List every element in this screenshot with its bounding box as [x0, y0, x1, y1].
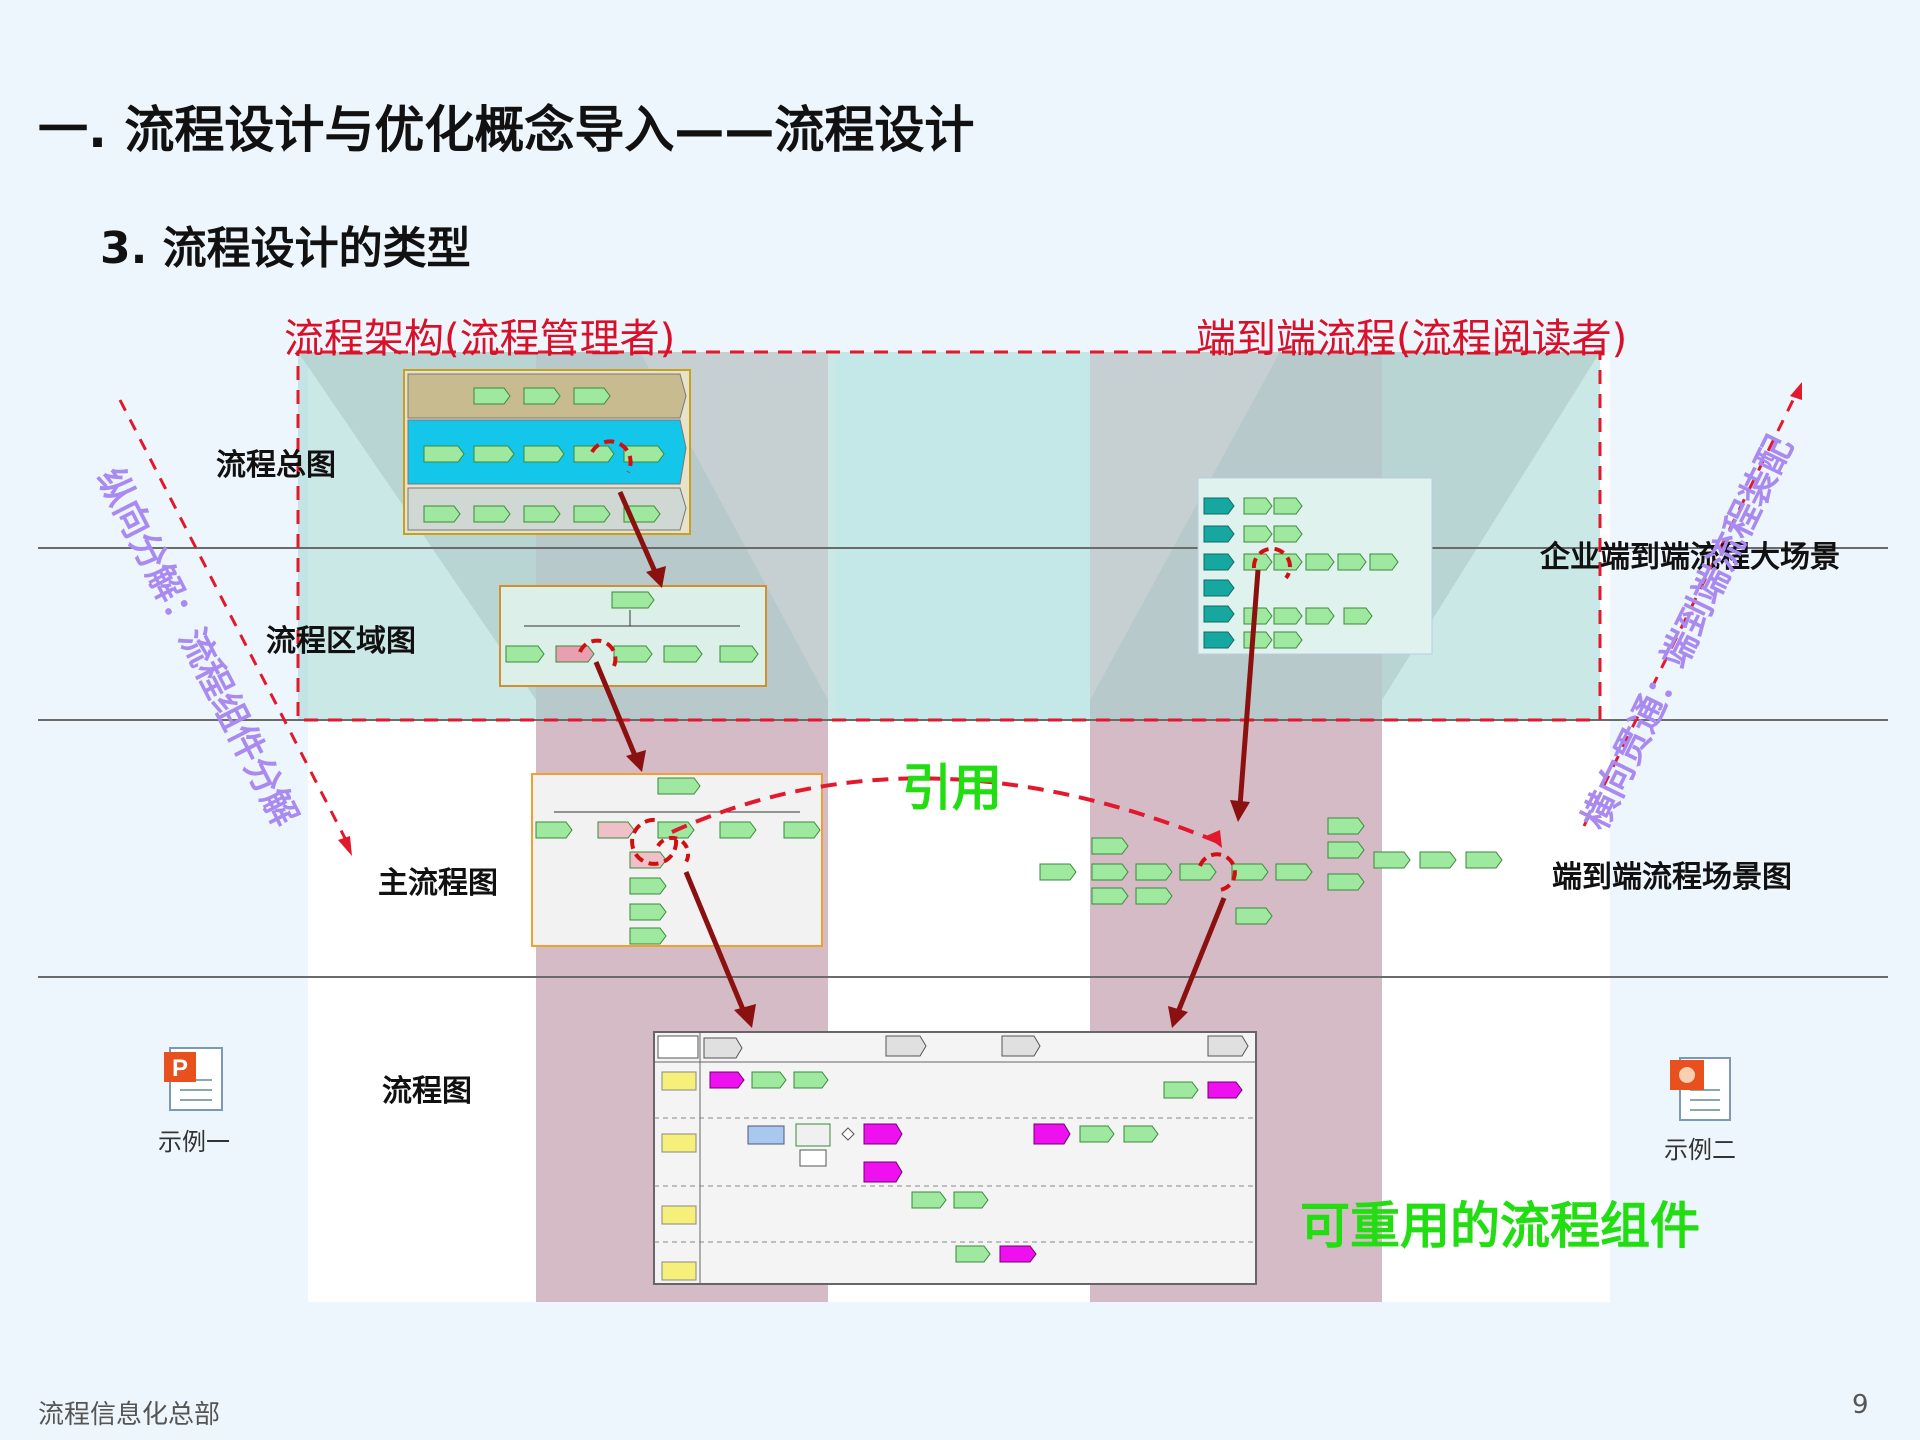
page-number: 9	[1852, 1390, 1869, 1420]
example-two-icon	[1670, 1057, 1731, 1121]
callout-reusable-components: 可重用的流程组件	[1300, 1197, 1700, 1255]
label-main: 主流程图	[378, 866, 498, 901]
label-e2e-enterprise: 企业端到端流程大场景	[1540, 540, 1840, 575]
header-architecture: 流程架构(流程管理者)	[284, 316, 676, 362]
header-end-to-end: 端到端流程(流程阅读者)	[1196, 316, 1628, 362]
footer-department: 流程信息化总部	[38, 1400, 221, 1430]
label-flow: 流程图	[382, 1074, 472, 1109]
overview-diagram-thumbnail	[403, 369, 691, 535]
callout-reference: 引用	[902, 759, 1002, 817]
area-diagram-thumbnail	[499, 585, 767, 687]
label-example-two: 示例二	[1664, 1136, 1736, 1164]
e2e-scene-diagram-thumbnail	[1039, 817, 1503, 925]
example-one-icon: P	[164, 1047, 223, 1111]
label-e2e-scene: 端到端流程场景图	[1552, 860, 1792, 895]
label-example-one: 示例一	[158, 1128, 230, 1156]
section-subtitle: 3. 流程设计的类型	[100, 223, 471, 274]
main-process-diagram-thumbnail	[531, 773, 823, 947]
flow-chart-diagram-thumbnail	[653, 1031, 1257, 1285]
page-title: 一. 流程设计与优化概念导入——流程设计	[38, 101, 975, 159]
label-overview: 流程总图	[216, 448, 336, 483]
enterprise-e2e-diagram-thumbnail	[1197, 477, 1433, 655]
svg-text:P: P	[172, 1055, 188, 1082]
label-area: 流程区域图	[266, 624, 416, 659]
